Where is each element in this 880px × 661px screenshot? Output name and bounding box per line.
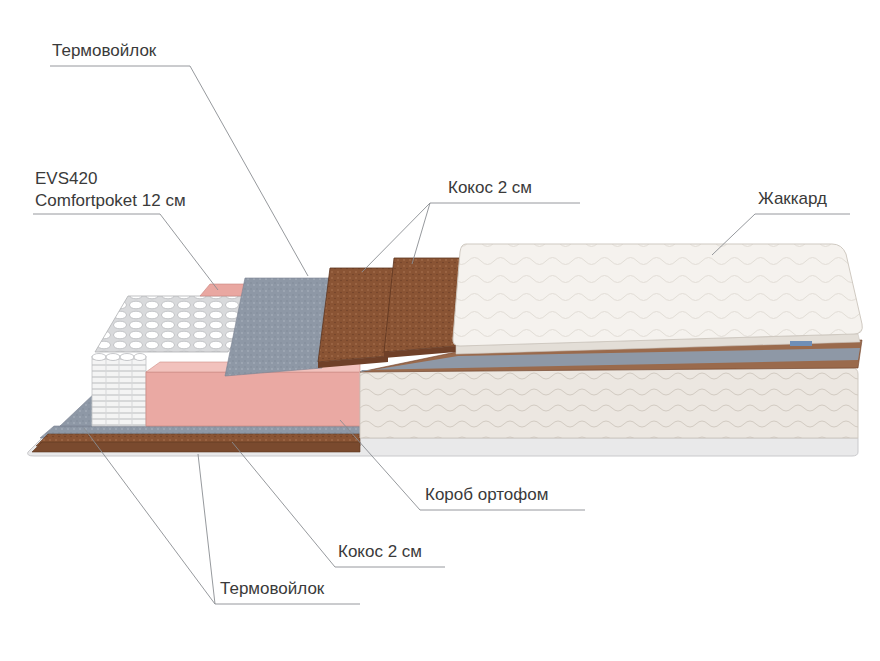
part-label: Кокос 2 см (338, 541, 422, 563)
part-label: Короб ортофом (425, 484, 548, 506)
part-label: Кокос 2 см (448, 177, 532, 199)
part-label: Жаккард (758, 188, 827, 210)
part-label: EVS420 Comfortpoket 12 см (35, 168, 195, 212)
part-label: Термовойлок (52, 40, 156, 62)
part-label: Термовойлок (220, 578, 324, 600)
